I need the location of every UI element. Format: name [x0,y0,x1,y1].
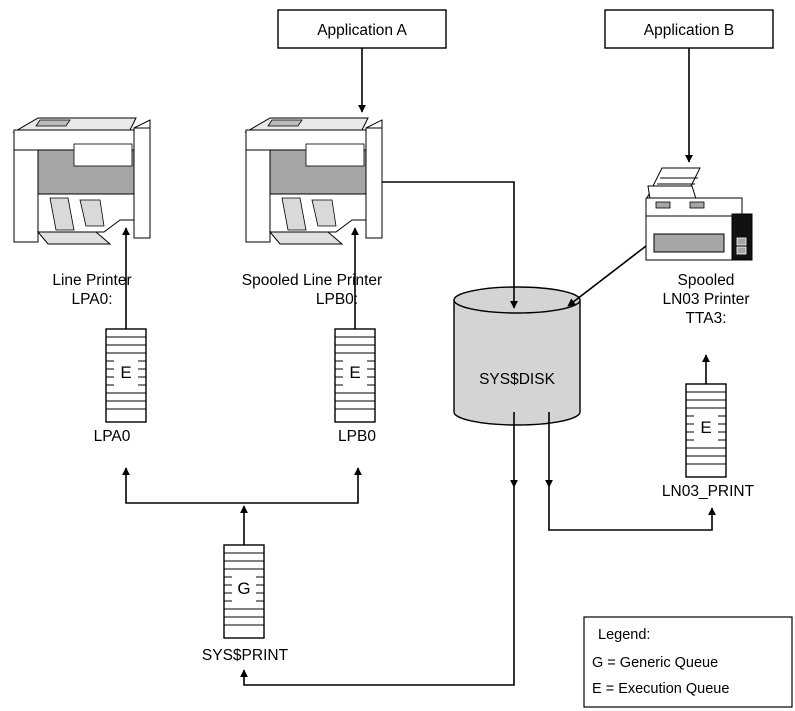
application-a-label: Application A [317,22,407,39]
ln03-printer-icon [645,167,753,261]
arrow-disk-to-ln03-queue [548,487,716,531]
sys-disk-label: SYS$DISK [479,371,555,388]
line-printer-icon [12,117,151,245]
legend-generic-queue: G = Generic Queue [592,655,718,671]
queue-sysprint-type: G [237,579,250,598]
arrow-spooled-printer-to-disk [382,181,518,309]
queue-lpa0-label: LPA0 [94,428,131,445]
queue-lpa0-icon: E [105,328,147,423]
queue-ln03-icon: E [685,383,727,478]
spooled-line-printer-device: LPB0: [316,291,358,308]
line-printer-device: LPA0: [71,291,112,308]
queue-lpb0-type: E [349,363,360,382]
queue-sysprint-label: SYS$PRINT [202,647,289,664]
queue-lpb0-label: LPB0 [338,428,376,445]
queue-ln03-type: E [700,418,711,437]
legend-execution-queue: E = Execution Queue [592,681,729,697]
sys-disk-icon: SYS$DISK [453,286,581,426]
arrow-disk-to-sysprint [240,487,515,686]
spooled-line-printer-icon [244,117,383,245]
spooled-line-printer-name: Spooled Line Printer [242,272,382,289]
line-printer-name: Line Printer [52,272,131,289]
ln03-printer-label-line2: LN03 Printer [662,291,749,308]
arrow-ln03-to-disk [567,245,647,307]
legend: Legend: G = Generic Queue E = Execution … [583,616,793,708]
arrow-to-lpa0 [122,467,244,504]
queue-lpa0-type: E [120,363,131,382]
application-b-box: Application B [604,9,774,49]
connectors [122,48,716,686]
queue-ln03-label: LN03_PRINT [662,483,755,500]
application-b-label: Application B [644,22,734,39]
arrow-to-lpb0 [244,467,362,504]
queue-lpb0-icon: E [334,328,376,423]
application-a-box: Application A [277,9,447,49]
ln03-printer-label-line1: Spooled [678,272,735,289]
queue-sysprint-icon: G [223,544,265,639]
legend-title: Legend: [598,627,650,643]
ln03-printer-device: TTA3: [685,310,726,327]
